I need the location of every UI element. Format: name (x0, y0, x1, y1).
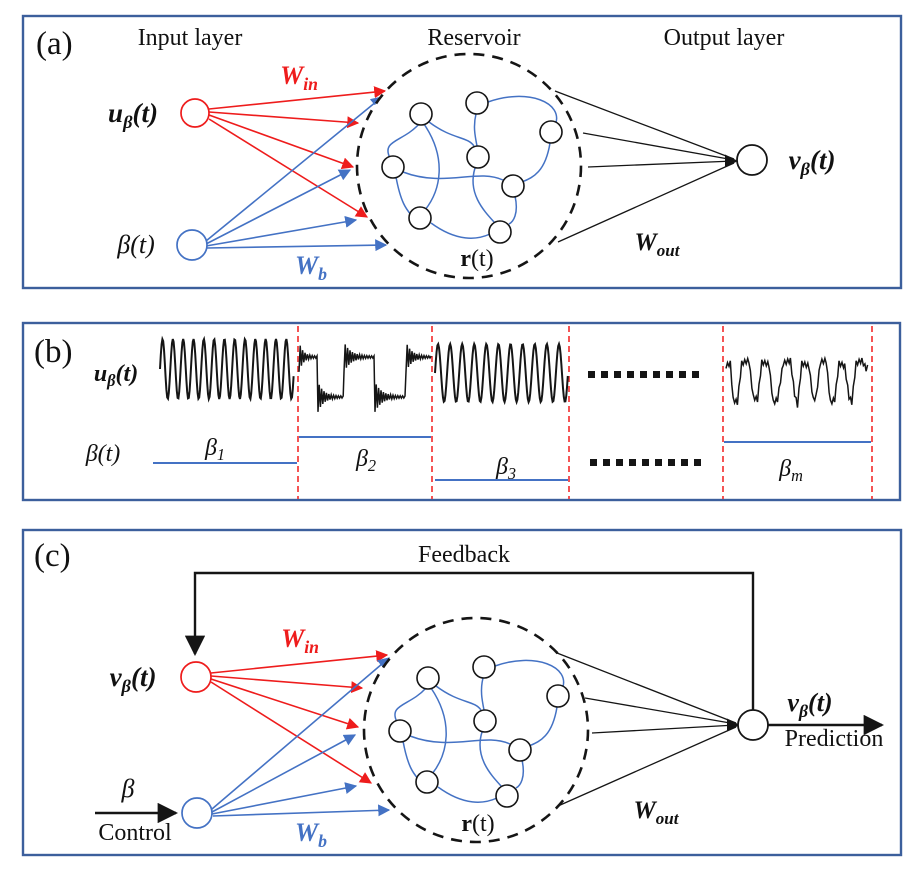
beta-label-b: β(t) (85, 441, 121, 467)
w-b-arrows-a (205, 96, 388, 252)
panel-b-tag: (b) (34, 334, 72, 370)
input-layer-title: Input layer (138, 25, 243, 51)
reservoir-state-label-c: r(t) (461, 811, 494, 837)
beta-label-a: β(t) (116, 230, 155, 259)
beta-level-lines (153, 436, 871, 481)
feedback-line (184, 571, 755, 711)
v-label-a: vβ(t) (789, 145, 836, 179)
w-out-arrowhead-c (727, 718, 740, 732)
w-out-arrowhead-a (725, 154, 738, 168)
w-b-label-a: Wb (295, 251, 327, 284)
output-node-c (737, 709, 769, 741)
w-in-label-c: Win (281, 624, 319, 657)
panel-c: (c) Feedback r(t) vβ(t) (21, 528, 903, 857)
panel-c-tag: (c) (34, 538, 71, 574)
beta1-label: β1 (204, 435, 225, 464)
beta2-label: β2 (355, 446, 376, 475)
w-out-label-a: Wout (635, 229, 681, 260)
input-node-v-c (180, 661, 212, 693)
output-node-a (736, 144, 768, 176)
w-out-lines-c (556, 652, 737, 807)
ellipsis-dots (588, 371, 701, 466)
output-layer-title: Output layer (664, 25, 785, 51)
signal-segment-1-sine (159, 335, 295, 403)
signal-segment-2-square (298, 344, 432, 412)
beta-in-label-c: β (121, 774, 135, 803)
u-label-b: uβ(t) (94, 361, 138, 390)
panel-b: (b) uβ(t) β(t) β1 β2 β3 βm (21, 321, 902, 502)
panel-a: (a) Input layer Reservoir Output layer r… (21, 14, 903, 290)
w-in-arrows-c (210, 650, 389, 784)
u-label-a: uβ(t) (108, 98, 158, 132)
beta3-label: β3 (495, 454, 516, 483)
w-b-label-c: Wb (295, 818, 327, 851)
input-node-beta-c (181, 797, 213, 829)
w-out-label-c: Wout (634, 797, 680, 828)
betam-label: βm (778, 456, 803, 485)
panel-a-tag: (a) (36, 26, 73, 62)
w-in-arrows-a (208, 86, 387, 218)
w-in-label-a: Win (280, 61, 318, 94)
feedback-label: Feedback (418, 542, 510, 568)
input-node-beta-a (176, 229, 208, 261)
w-out-lines-a (554, 90, 735, 243)
reservoir-title: Reservoir (427, 25, 520, 51)
w-b-arrows-c (211, 657, 391, 817)
prediction-label: Prediction (785, 726, 884, 752)
v-in-label-c: vβ(t) (110, 662, 157, 696)
segment-divider-lines (297, 326, 873, 499)
signal-segment-3-sine (434, 340, 569, 406)
input-node-u-a (180, 98, 210, 128)
signal-segment-m-chaotic (725, 355, 869, 408)
reservoir-state-label-a: r(t) (460, 246, 493, 272)
control-label: Control (98, 820, 172, 846)
v-out-label-c: vβ(t) (787, 688, 832, 721)
